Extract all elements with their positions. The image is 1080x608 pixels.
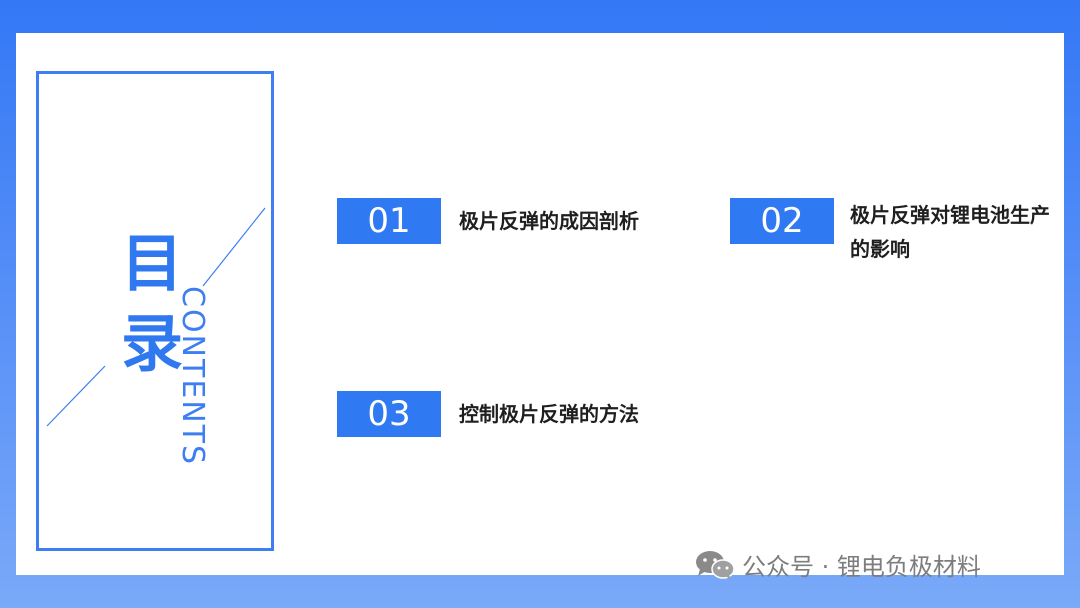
toc-item-number: 02: [730, 198, 834, 244]
contents-subtitle: CONTENTS: [175, 286, 210, 467]
wechat-icon: [696, 550, 735, 580]
toc-item-label: 控制极片反弹的方法: [459, 402, 639, 426]
toc-frame: 目 录 CONTENTS: [36, 71, 274, 551]
toc-item-3[interactable]: 03 控制极片反弹的方法: [337, 391, 639, 437]
toc-item-label: 极片反弹对锂电池生产的影响: [850, 203, 1050, 261]
toc-item-number: 01: [337, 198, 441, 244]
diagonal-line-top: [202, 207, 266, 287]
decorative-diagonal-lines: [46, 207, 266, 427]
toc-item-1[interactable]: 01 极片反弹的成因剖析: [337, 198, 639, 244]
watermark-text: 公众号 · 锂电负极材料: [742, 553, 981, 581]
diagonal-line-bottom: [46, 365, 106, 427]
toc-title-char-2: 录: [120, 307, 183, 380]
watermark: 公众号 · 锂电负极材料: [694, 547, 981, 582]
toc-title: 目 录: [119, 224, 185, 384]
toc-item-label: 极片反弹的成因剖析: [459, 209, 639, 233]
toc-title-char-1: 目: [120, 227, 183, 300]
slide: 目 录 CONTENTS 01 极片反弹的成因剖析 02 极片反弹对锂电池生产的…: [16, 33, 1064, 581]
toc-item-2[interactable]: 02 极片反弹对锂电池生产的影响: [730, 198, 1060, 266]
toc-item-number: 03: [337, 391, 441, 437]
